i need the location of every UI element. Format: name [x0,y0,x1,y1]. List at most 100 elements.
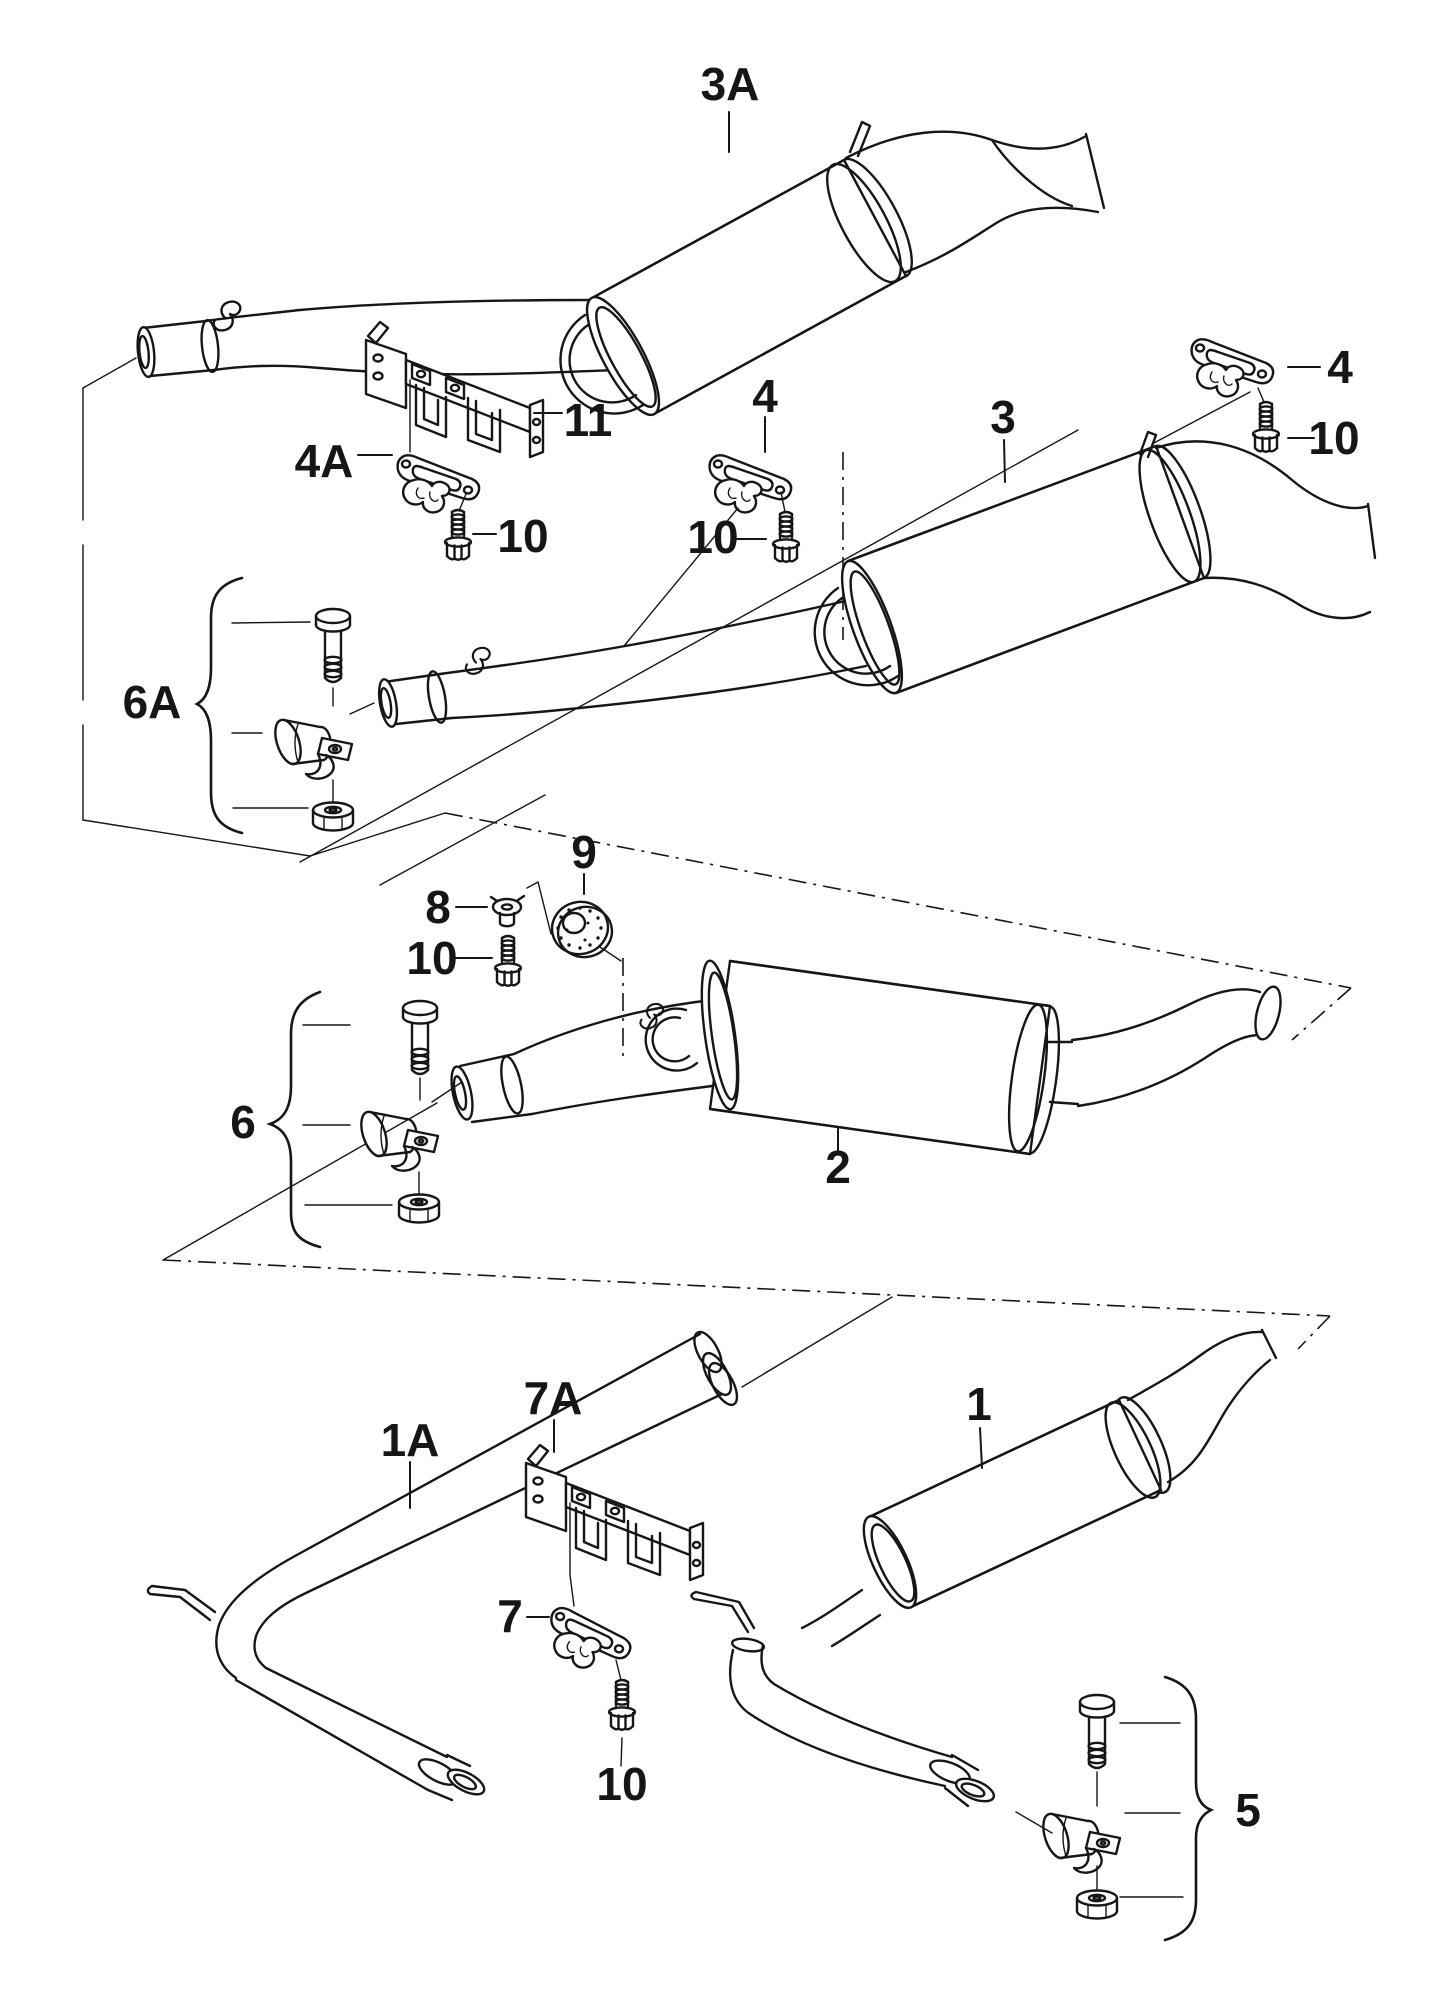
bolt-10-center [493,934,523,987]
muffler-3a-front-cap [585,295,661,417]
pipe-3a-sleeve-edges [141,319,216,378]
pipe-1a-elbow [215,1554,310,1680]
brace-6 [266,990,322,1249]
hanger-4-middle [708,454,793,514]
muffler-3a-front-inner [595,305,657,409]
downpipe-tip [954,1777,996,1803]
muffler-1-downpipe-inlet [730,1637,766,1653]
boundary-top-group [299,429,1079,863]
leader-6a-pipe [349,702,375,715]
part-label-6A: 6A [123,676,182,728]
part-label-3: 3 [990,391,1016,443]
leader-4a-bolt [458,493,467,512]
muffler-3-top-edge [846,444,1158,563]
bolt-10-bottom [607,1678,637,1731]
muffler-2-tail-pipe [1046,988,1270,1108]
pipe-1a-hanger-rod [146,1584,217,1622]
construction-lines [82,357,1352,1388]
muffler-2-assembly [450,959,1282,1156]
separator-mid-zigzag [82,812,446,857]
muffler-1-exit-pipe [1126,1328,1278,1484]
leader-4right-bolt [1257,387,1265,403]
part-label-1: 1 [966,1378,992,1430]
muffler-1-top-edge [867,1398,1121,1519]
part-label-3A: 3A [701,58,760,110]
pipe-2-joint-ring [500,1055,524,1115]
leader-6-pipe [431,1081,463,1103]
part-label-10-right: 10 [1308,412,1359,464]
muffler-3-assembly [377,430,1377,728]
leader-6a-bolt [231,621,311,624]
clamp-6 [355,1107,440,1172]
nut-5 [1075,1889,1119,1920]
muffler-1-front-cap [862,1514,918,1610]
leader-4mid-bolt [780,491,786,513]
pipe-3-joint-ring [426,670,448,724]
muffler-2-rear-ring [1007,1003,1049,1153]
hanger-4-right [1190,338,1275,398]
muffler-3-hanger-hoop-inner [823,596,892,675]
muffler-3a-tail-pipe [844,130,1106,274]
muffler-2-hanger-hoop [644,1007,699,1072]
muffler-3-front-inner [849,570,901,686]
leader-8-9 [526,880,552,935]
leader-pipe3a-corner [82,357,137,389]
part-labels: 3A 11 4A 10 4 10 3 4 10 6A 8 9 10 6 2 1A… [123,58,1360,1836]
muffler-3a-bottom-edge [652,274,908,416]
bolt-10-right [1251,400,1281,453]
leader-5-pipe [1015,1811,1053,1834]
pipe-1a-tail-sleeve [426,1753,472,1802]
rubber-ring-9 [550,900,614,959]
clamp-set-6a [194,576,375,835]
part-label-9: 9 [571,826,597,878]
pipe-1a-ring-2 [707,1361,739,1407]
leader-7-bolt [615,1659,622,1681]
muffler-3-hanger-pin [1138,430,1158,459]
part-label-10-center: 10 [406,932,457,984]
muffler-3a-front-pipe [204,298,618,376]
nut-6a [311,801,355,832]
leader-10-bottom [620,1737,623,1767]
muffler-2-hanger-hoop-inner [651,1016,691,1063]
muffler-2-front-inner [707,971,739,1101]
bolt-10-middle [771,510,801,563]
leader-3 [1003,439,1006,483]
pipe-2-tip [450,1065,474,1121]
part-label-2: 2 [825,1141,851,1193]
pipe-3-tip-inner [379,687,393,719]
clamp-6a [269,715,354,780]
muffler-3a-top-edge [590,158,846,300]
clamp-5 [1037,1809,1122,1874]
part-label-11: 11 [564,394,613,446]
pipe-2-tip-inner [452,1075,468,1111]
hanger-7 [545,1605,635,1674]
muffler-3a-assembly [136,120,1106,417]
nut-6 [397,1193,441,1224]
boundary-stub [379,794,546,886]
part-label-6: 6 [230,1096,256,1148]
pipe-3a-tip-inner [138,334,150,370]
muffler-2-top-edge [728,959,1052,1008]
clamp-set-5 [1015,1675,1215,1942]
muffler-3-front-cap [840,559,904,695]
muffler-2-body [708,959,1052,1156]
separator-bottom-dashdot [162,1259,1331,1317]
muffler-3-body [846,444,1206,695]
pipe-3a-joint-ring [200,318,220,374]
leader-1 [979,1427,983,1469]
brace-6a [194,576,244,835]
leader-bottom-junction [741,1296,893,1388]
part-label-10-topleft: 10 [497,510,548,562]
pipe-1a-tip [446,1768,486,1796]
muffler-3-front-pipe [438,598,868,720]
bolt-5 [1078,1693,1116,1770]
part-label-8: 8 [425,881,451,933]
muffler-1-rear-ring [1104,1401,1162,1499]
part-label-10-middle: 10 [687,511,738,563]
bolt-10-topleft [443,508,473,561]
bracket-11 [364,320,545,459]
muffler-3-rear-ring [1138,448,1202,584]
clamp-set-6 [266,990,463,1249]
